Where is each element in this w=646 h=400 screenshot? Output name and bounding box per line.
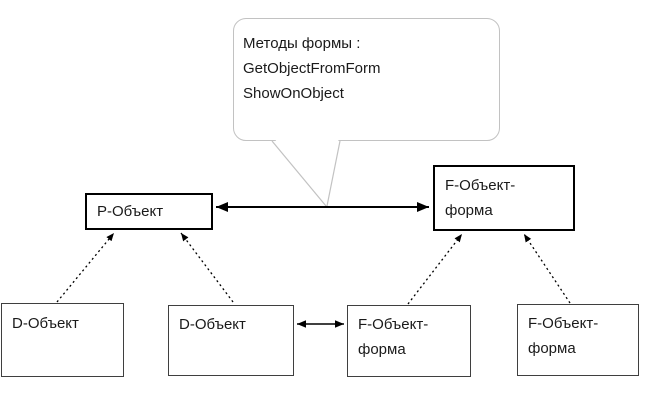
node-p-object: Р-Объект [85, 193, 213, 230]
dotted-arrow-dleft-to-p [56, 232, 115, 303]
callout-method-showonobject: ShowOnObject [243, 85, 344, 102]
callout-tail [273, 137, 339, 204]
dotted-arrow-fcenter-to-fmain [407, 233, 463, 305]
node-d-object-left-label: D-Объект [12, 315, 79, 332]
dotted-arrow-dcenter-to-p [180, 232, 234, 303]
node-f-object-form-center-line1: F-Объект- [358, 316, 429, 333]
dotted-arrow-fright-to-fmain [523, 233, 571, 304]
node-f-object-form-center-line2: форма [358, 341, 406, 358]
callout-title: Методы формы : [243, 35, 361, 52]
node-d-object-center-label: D-Объект [179, 316, 246, 333]
node-p-object-label: Р-Объект [97, 203, 164, 220]
form-methods-callout: Методы формы : GetObjectFromForm ShowOnO… [233, 18, 500, 141]
node-f-object-form-main: F-Объект- форма [433, 165, 575, 231]
node-f-object-form-main-line1: F-Объект- [445, 177, 516, 194]
node-f-object-form-main-line2: форма [445, 202, 493, 219]
callout-tail-outline [271, 140, 341, 207]
node-d-object-left: D-Объект [1, 303, 124, 377]
node-f-object-form-right-line2: форма [528, 340, 576, 357]
node-f-object-form-center: F-Объект- форма [347, 305, 471, 377]
callout-method-getobjectfromform: GetObjectFromForm [243, 60, 381, 77]
node-f-object-form-right: F-Объект- форма [517, 304, 639, 376]
node-f-object-form-right-line1: F-Объект- [528, 315, 599, 332]
node-d-object-center: D-Объект [168, 305, 294, 376]
